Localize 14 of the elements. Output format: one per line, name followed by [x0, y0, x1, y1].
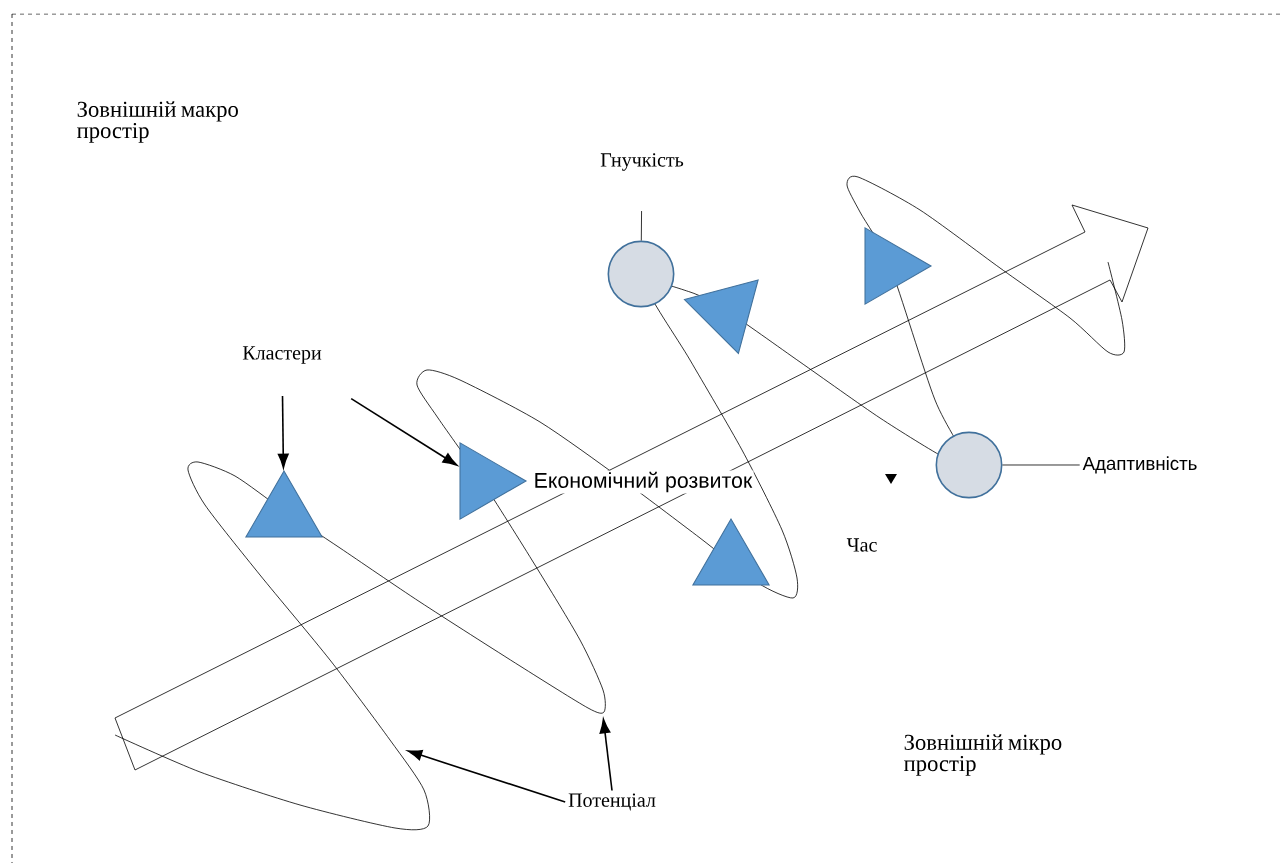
circle-shape [935, 431, 1003, 499]
leader-arrow [277, 395, 289, 469]
node-label: Кластери [242, 346, 322, 364]
node-label: Потенціал [568, 793, 656, 811]
leader-line [1002, 464, 1081, 466]
triangle-shape [683, 279, 759, 355]
leader-arrow [350, 397, 458, 466]
time-label: Час [846, 538, 877, 552]
circle-shape [607, 240, 675, 308]
area-label: Зовнішній макро простір [77, 101, 238, 143]
leader-arrow [599, 718, 613, 792]
node-label: Гнучкість [600, 153, 684, 171]
leader-line [640, 210, 642, 241]
leader-arrow [407, 749, 566, 803]
